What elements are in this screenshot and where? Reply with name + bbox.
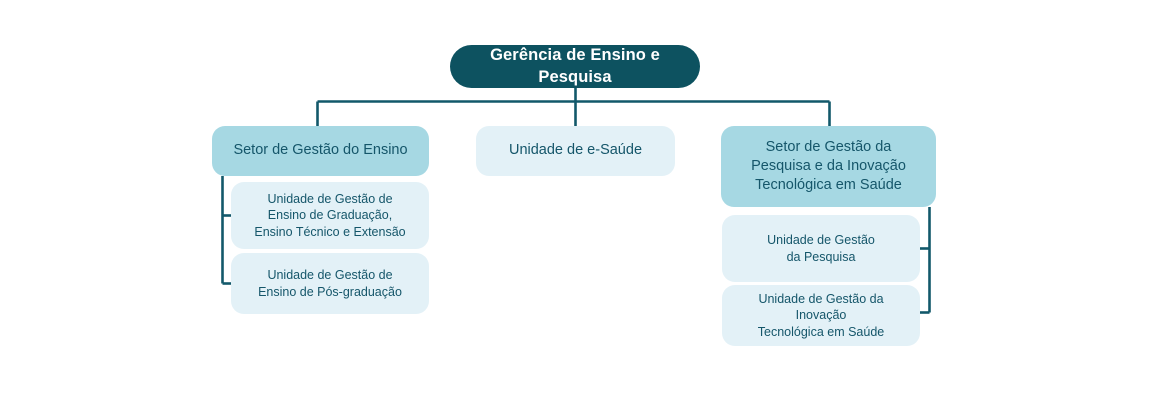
node-setor-gestao-ensino[interactable]: Setor de Gestão do Ensino (212, 126, 429, 176)
node-root[interactable]: Gerência de Ensino e Pesquisa (450, 45, 700, 88)
node-unidade-e-saude-label: Unidade de e-Saúde (508, 142, 643, 159)
node-setor-gestao-pesquisa-inovacao[interactable]: Setor de Gestão da Pesquisa e da Inovaçã… (721, 126, 936, 207)
node-unidade-inovacao-tecnologica[interactable]: Unidade de Gestão da Inovação Tecnológic… (722, 285, 920, 346)
node-unidade-ensino-graduacao-label: Unidade de Gestão de Ensino de Graduação… (254, 191, 406, 239)
node-setor-gestao-pesquisa-inovacao-label: Setor de Gestão da Pesquisa e da Inovaçã… (751, 138, 906, 194)
node-unidade-ensino-pos-graduacao-label: Unidade de Gestão de Ensino de Pós-gradu… (258, 268, 402, 299)
node-unidade-gestao-pesquisa[interactable]: Unidade de Gestão da Pesquisa (722, 215, 920, 282)
node-unidade-ensino-pos-graduacao[interactable]: Unidade de Gestão de Ensino de Pós-gradu… (231, 253, 429, 314)
node-unidade-gestao-pesquisa-label: Unidade de Gestão da Pesquisa (767, 233, 875, 264)
node-unidade-e-saude[interactable]: Unidade de e-Saúde (476, 126, 675, 176)
node-root-label: Gerência de Ensino e Pesquisa (490, 45, 660, 86)
node-unidade-inovacao-tecnologica-label: Unidade de Gestão da Inovação Tecnológic… (757, 291, 885, 339)
node-unidade-ensino-graduacao[interactable]: Unidade de Gestão de Ensino de Graduação… (231, 182, 429, 249)
node-setor-gestao-ensino-label: Setor de Gestão do Ensino (233, 142, 408, 159)
